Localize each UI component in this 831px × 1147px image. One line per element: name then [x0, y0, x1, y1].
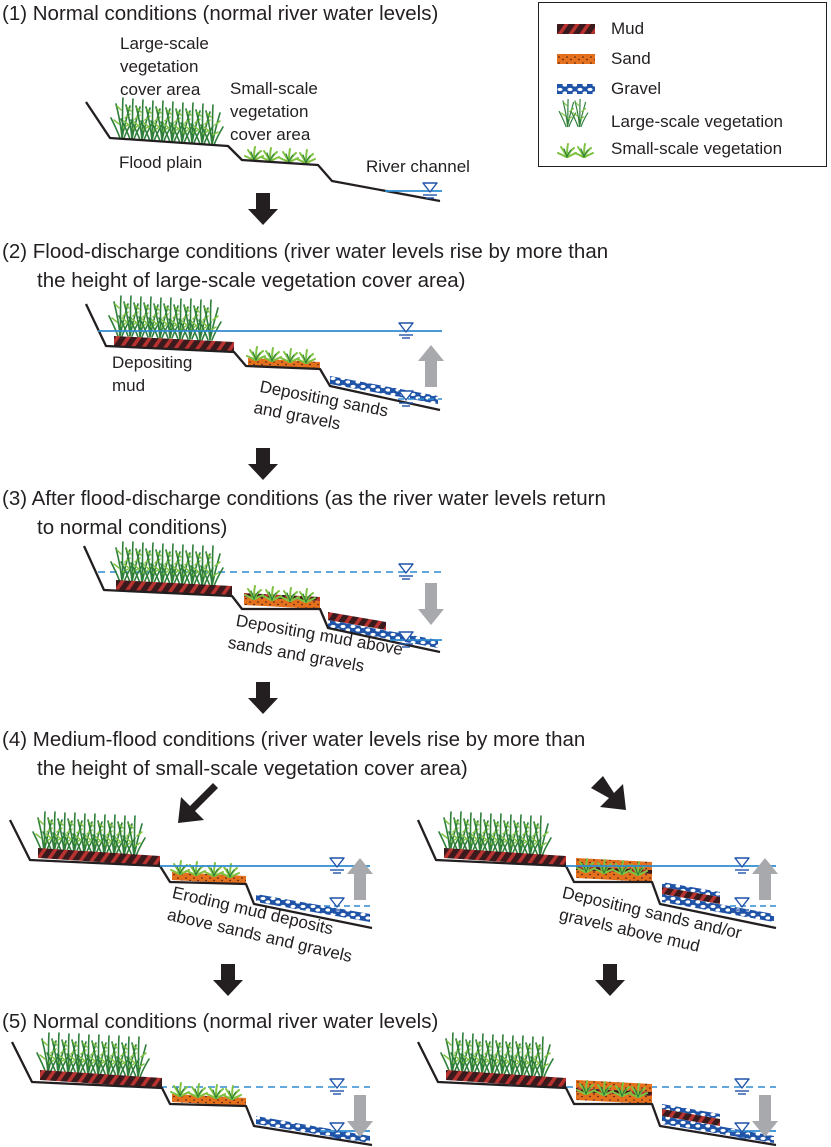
mud-deposit [444, 848, 566, 866]
gravel-deposit [256, 894, 370, 922]
large-vegetation-tufts [108, 295, 222, 341]
stage3-title-line2: to normal conditions) [37, 516, 228, 539]
down-arrow-icon [248, 193, 278, 225]
legend-item-sand: Sand [539, 45, 826, 73]
large-area-label-line3: cover area [120, 80, 201, 99]
rising-arrow-icon [347, 858, 373, 900]
gravel-deposit [662, 1116, 774, 1143]
ground-profile [416, 819, 777, 930]
mud-over-gravel [662, 887, 720, 904]
ground-profile [85, 101, 441, 203]
large-area-label-line1: Large-scale [120, 34, 209, 53]
mud-deposit [114, 336, 234, 352]
large-vegetation-icon [558, 99, 589, 128]
mud-deposit [38, 848, 160, 866]
ground-profile [8, 819, 373, 930]
gravel-deposit [328, 620, 438, 648]
gravel-deposit [330, 376, 438, 404]
legend-item-large-vegetation: Large-scale vegetation [539, 99, 826, 135]
stage4-title-line2: the height of small-scale vegetation cov… [37, 757, 468, 780]
small-area-label-line3: cover area [230, 125, 311, 144]
gravel-over-mud [662, 882, 720, 897]
stage2-title-line1: (2) Flood-discharge conditions (river wa… [2, 240, 609, 263]
legend-item-small-vegetation: Small-scale vegetation [539, 135, 826, 163]
depositing-mud-label-line1: Depositing [112, 353, 193, 372]
ground-profile [10, 1041, 373, 1147]
stage2-cross-section [84, 295, 444, 412]
down-arrow-icon [213, 964, 243, 996]
stage5-left-cross-section [10, 1032, 373, 1147]
ground-profile [416, 1041, 777, 1147]
large-vegetation-tufts [110, 97, 224, 146]
down-arrow-icon [248, 448, 278, 480]
ground-profile [82, 545, 441, 654]
large-vegetation-tufts [110, 541, 224, 587]
legend: Mud Sand Gravel Large-scale vegetation S… [538, 2, 827, 167]
mud-swatch-icon [557, 24, 595, 34]
stage1-cross-section [85, 97, 442, 203]
stage2-title-line2: the height of large-scale vegetation cov… [37, 269, 466, 292]
stage3-cross-section [82, 541, 444, 654]
stage5-title: (5) Normal conditions (normal river wate… [2, 1010, 439, 1033]
mud-over-gravel [662, 1109, 720, 1126]
legend-item-gravel: Gravel [539, 75, 826, 103]
diagonal-arrow-left-icon [178, 783, 225, 823]
legend-item-mud: Mud [539, 15, 826, 43]
sand-deposit [248, 358, 320, 369]
flood-plain-label: Flood plain [119, 153, 203, 172]
mud-deposit [116, 580, 232, 596]
down-arrow-icon [248, 682, 278, 714]
large-vegetation-tufts [440, 1032, 554, 1078]
legend-label-small-vegetation: Small-scale vegetation [611, 139, 783, 158]
stage3-title-line1: (3) After flood-discharge conditions (as… [2, 487, 606, 510]
large-area-label-line2: vegetation [120, 57, 199, 76]
legend-label-large-vegetation: Large-scale vegetation [611, 112, 784, 131]
legend-label-mud: Mud [611, 19, 645, 38]
small-area-label-line2: vegetation [230, 102, 309, 121]
diagonal-arrow-right-icon [591, 776, 626, 810]
falling-arrow-icon [418, 583, 444, 625]
sand-swatch-icon [557, 54, 595, 64]
stage1-title: (1) Normal conditions (normal river wate… [2, 2, 439, 25]
gravel-deposit [256, 1116, 370, 1143]
rising-arrow-icon [752, 858, 778, 900]
gravel-swatch-icon [557, 84, 595, 94]
mud-over-gravel [328, 612, 386, 630]
mud-deposit [446, 1070, 566, 1088]
stage5-right-cross-section [416, 1032, 778, 1147]
gravel-deposit [662, 894, 774, 922]
legend-label-sand: Sand [611, 49, 651, 68]
stage4-right-cross-section [416, 811, 778, 930]
ground-profile [84, 303, 441, 412]
stage4-title-line1: (4) Medium-flood conditions (river water… [2, 728, 586, 751]
river-channel-label: River channel [366, 157, 470, 176]
gravel-over-mud [662, 1104, 720, 1119]
large-vegetation-tufts [36, 1032, 150, 1078]
stage4-left-cross-section [8, 811, 373, 930]
legend-label-gravel: Gravel [611, 79, 662, 98]
small-area-label-line1: Small-scale [230, 79, 318, 98]
small-vegetation-icon [557, 143, 594, 158]
depositing-mud-label-line2: mud [112, 376, 146, 395]
mud-deposit [40, 1070, 162, 1088]
rising-arrow-icon [418, 345, 444, 387]
down-arrow-icon [595, 964, 625, 996]
